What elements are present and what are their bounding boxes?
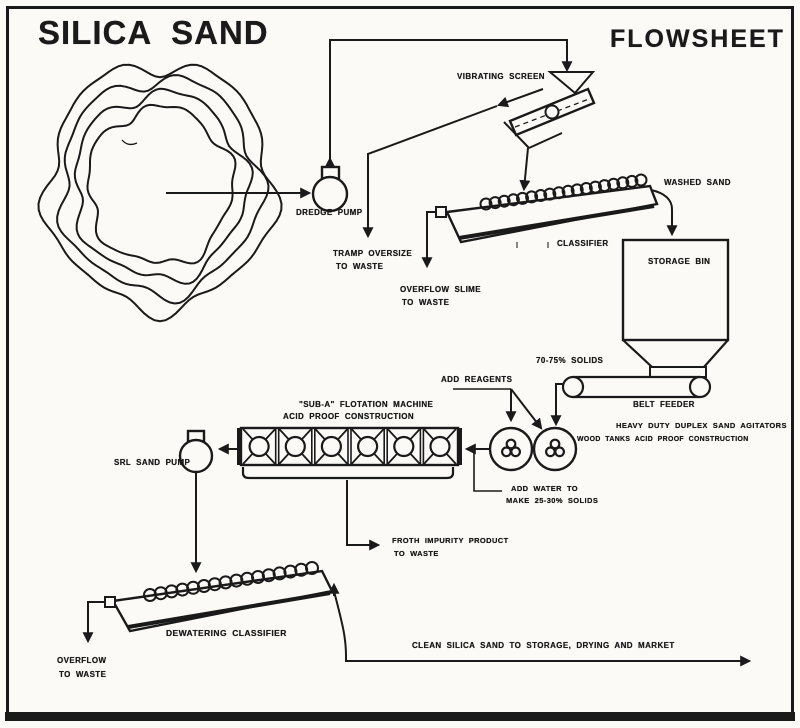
classifier-symbol xyxy=(435,173,659,248)
stream-clean-sand-to-market xyxy=(333,590,752,667)
flotation-cells xyxy=(242,428,457,465)
stream-pump-to-screen xyxy=(329,39,573,166)
add-water-label: ADD WATER TO xyxy=(511,484,579,493)
faded-label-marks xyxy=(516,242,549,248)
stream-tramp-oversize-to-waste xyxy=(362,105,498,239)
sand-agitators-symbol xyxy=(488,426,578,472)
stream-washed-sand-to-bin xyxy=(650,189,678,237)
solids-70-75-label: 70-75% SOLIDS xyxy=(536,356,604,365)
sand-deposit-pond xyxy=(37,63,283,323)
froth-waste-label: FROTH IMPURITY PRODUCT xyxy=(392,536,509,545)
stream-overflow-to-waste xyxy=(82,601,105,644)
belt-roller-left xyxy=(561,375,585,399)
page-border xyxy=(5,6,795,721)
dredge-pump-symbol xyxy=(311,165,349,213)
sheet-label: FLOWSHEET xyxy=(610,25,785,53)
tramp-oversize-label: TRAMP OVERSIZE xyxy=(333,249,413,258)
classifier-spiral xyxy=(479,173,648,211)
clean-sand-label: CLEAN SILICA SAND TO STORAGE, DRYING AND… xyxy=(412,641,675,650)
screen-feed-funnel xyxy=(547,71,596,95)
belt-feeder-label: BELT FEEDER xyxy=(633,400,695,409)
agitators-note-line2: WOOD TANKS ACID PROOF CONSTRUCTION xyxy=(577,434,749,443)
screen-discharge-funnel xyxy=(503,121,563,149)
dewatering-classifier-label: DEWATERING CLASSIFIER xyxy=(166,628,287,638)
tramp-oversize-label-2: TO WASTE xyxy=(336,262,384,271)
add-water-label-2: MAKE 25-30% SOLIDS xyxy=(506,496,599,505)
classifier-label: CLASSIFIER xyxy=(557,239,609,248)
stream-oversize-arrow xyxy=(496,88,544,108)
flotation-note-line2: ACID PROOF CONSTRUCTION xyxy=(283,412,415,421)
storage-bin-label: STORAGE BIN xyxy=(648,257,711,266)
stream-undersize-to-classifier xyxy=(519,147,531,192)
classifier-overflow-weir xyxy=(435,206,447,218)
dredge-pump-label: DREDGE PUMP xyxy=(296,208,363,217)
srl-sand-pump-symbol xyxy=(178,429,214,474)
flotation-note-line1: "SUB-A" FLOTATION MACHINE xyxy=(299,400,434,409)
vibrating-screen-symbol xyxy=(503,71,596,149)
agitators-note-line1: HEAVY DUTY DUPLEX SAND AGITATORS xyxy=(616,421,787,430)
add-water-leader-line xyxy=(473,451,502,492)
dewatering-overflow-weir xyxy=(104,596,116,608)
add-reagents-label: ADD REAGENTS xyxy=(441,375,513,384)
agitator-impellers xyxy=(501,438,565,458)
srl-sand-pump-label: SRL SAND PUMP xyxy=(114,458,191,467)
flotation-machine-symbol xyxy=(237,426,462,480)
vibrating-screen-label: VIBRATING SCREEN xyxy=(457,72,545,81)
stream-overflow-slime-to-waste xyxy=(421,211,436,269)
bin-outlet xyxy=(649,366,707,378)
belt-roller-right xyxy=(688,375,712,399)
bin-hopper xyxy=(622,339,729,368)
overflow-slime-label-2: TO WASTE xyxy=(402,298,450,307)
pond-mark xyxy=(121,139,138,146)
dewatering-classifier-symbol xyxy=(104,561,334,633)
page-title: SILICA SAND xyxy=(38,14,269,51)
belt-feeder-symbol xyxy=(561,375,712,399)
stream-froth-to-waste xyxy=(346,480,381,551)
overflow-waste-label-2: TO WASTE xyxy=(59,670,107,679)
froth-launder xyxy=(241,467,455,480)
stream-belt-to-agitator xyxy=(550,383,564,427)
dewatering-spiral xyxy=(143,561,319,602)
overflow-waste-label: OVERFLOW xyxy=(57,656,107,665)
reagents-arrow-right xyxy=(510,388,543,430)
storage-bin-symbol xyxy=(621,238,730,378)
froth-waste-label-2: TO WASTE xyxy=(394,549,439,558)
overflow-slime-label: OVERFLOW SLIME xyxy=(400,285,481,294)
washed-sand-label: WASHED SAND xyxy=(664,178,731,187)
flow-lines xyxy=(82,39,752,667)
